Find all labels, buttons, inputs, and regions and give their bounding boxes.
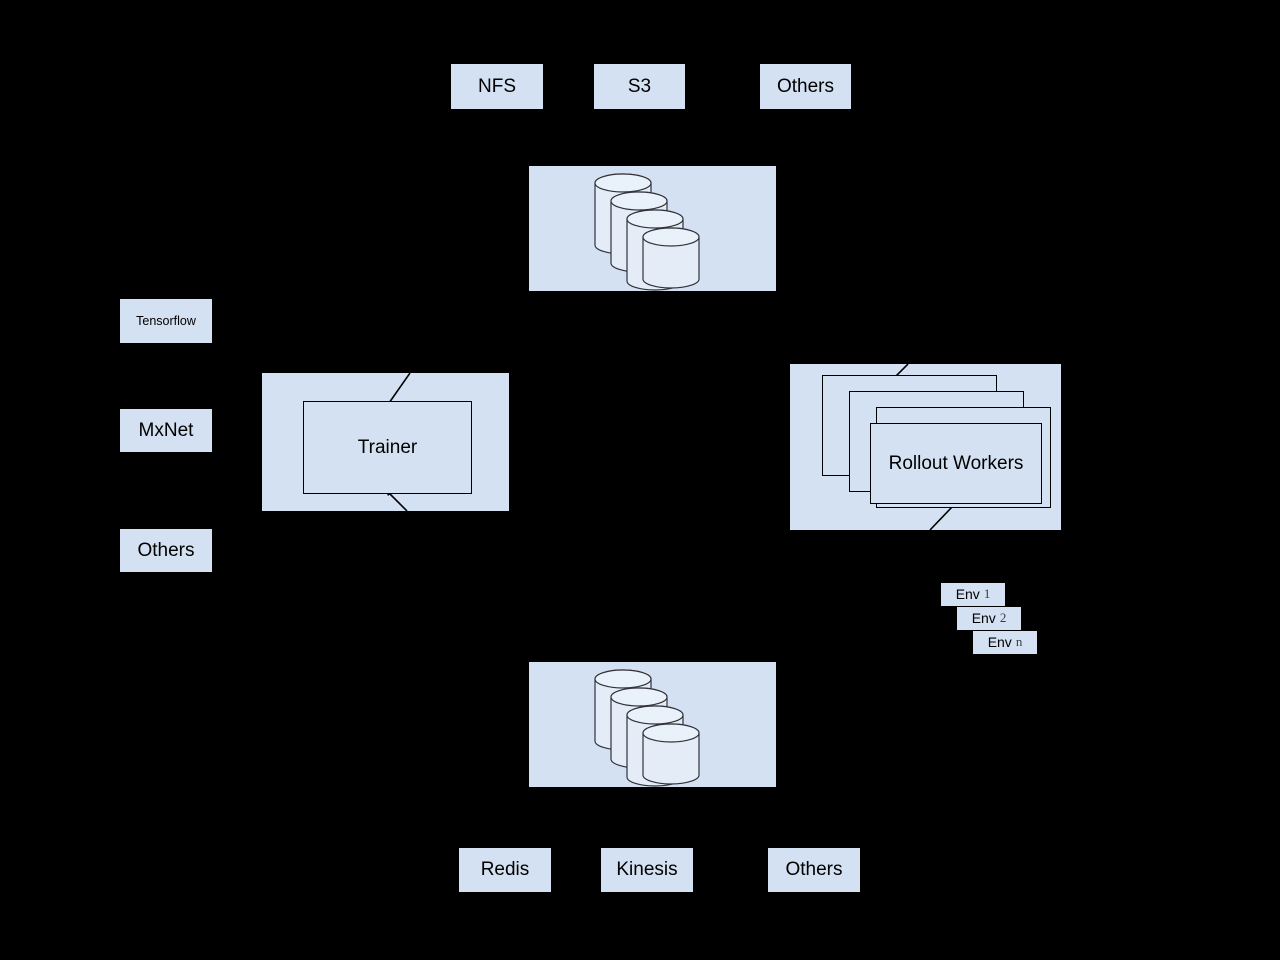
env-node-1-label: Env (955, 586, 980, 603)
storage-node-s3[interactable]: S3 (594, 64, 685, 109)
storage-node-redis[interactable]: Redis (459, 848, 551, 892)
rollout-worker-card-1[interactable]: Rollout Workers (870, 423, 1042, 504)
top-database-cluster (529, 166, 776, 291)
storage-node-others-bottom[interactable]: Others (768, 848, 860, 892)
trainer-container: Trainer (262, 373, 509, 511)
env-node-n-index: n (1015, 634, 1023, 650)
storage-node-nfs[interactable]: NFS (451, 64, 543, 109)
env-node-1[interactable]: Env 1 (941, 583, 1005, 606)
env-node-2[interactable]: Env 2 (957, 607, 1021, 630)
storage-node-s3-label: S3 (627, 75, 652, 97)
env-node-n[interactable]: Env n (973, 631, 1037, 654)
env-node-2-label: Env (971, 610, 996, 627)
storage-node-redis-label: Redis (480, 859, 530, 881)
rollout-worker-label: Rollout Workers (888, 452, 1024, 474)
env-node-1-index: 1 (983, 586, 991, 602)
bottom-database-cylinders (594, 669, 700, 787)
storage-node-others-top[interactable]: Others (760, 64, 851, 109)
storage-node-kinesis[interactable]: Kinesis (601, 848, 693, 892)
trainer-node-label: Trainer (357, 436, 418, 458)
env-node-n-label: Env (987, 634, 1012, 651)
framework-node-mxnet-label: MxNet (138, 419, 194, 441)
storage-node-others-top-label: Others (776, 75, 835, 97)
env-node-2-index: 2 (999, 610, 1007, 626)
storage-node-nfs-label: NFS (478, 75, 516, 97)
storage-node-kinesis-label: Kinesis (616, 859, 678, 881)
storage-node-others-bottom-label: Others (785, 859, 843, 881)
rollout-container: Rollout Workers (790, 364, 1061, 530)
framework-node-others[interactable]: Others (120, 529, 212, 572)
trainer-node[interactable]: Trainer (303, 401, 472, 494)
framework-node-tensorflow-label: Tensorflow (136, 313, 196, 328)
framework-node-others-label: Others (137, 539, 195, 561)
framework-node-tensorflow[interactable]: Tensorflow (120, 299, 212, 343)
bottom-database-cluster (529, 662, 776, 787)
framework-node-mxnet[interactable]: MxNet (120, 409, 212, 452)
top-database-cylinders (594, 173, 700, 291)
